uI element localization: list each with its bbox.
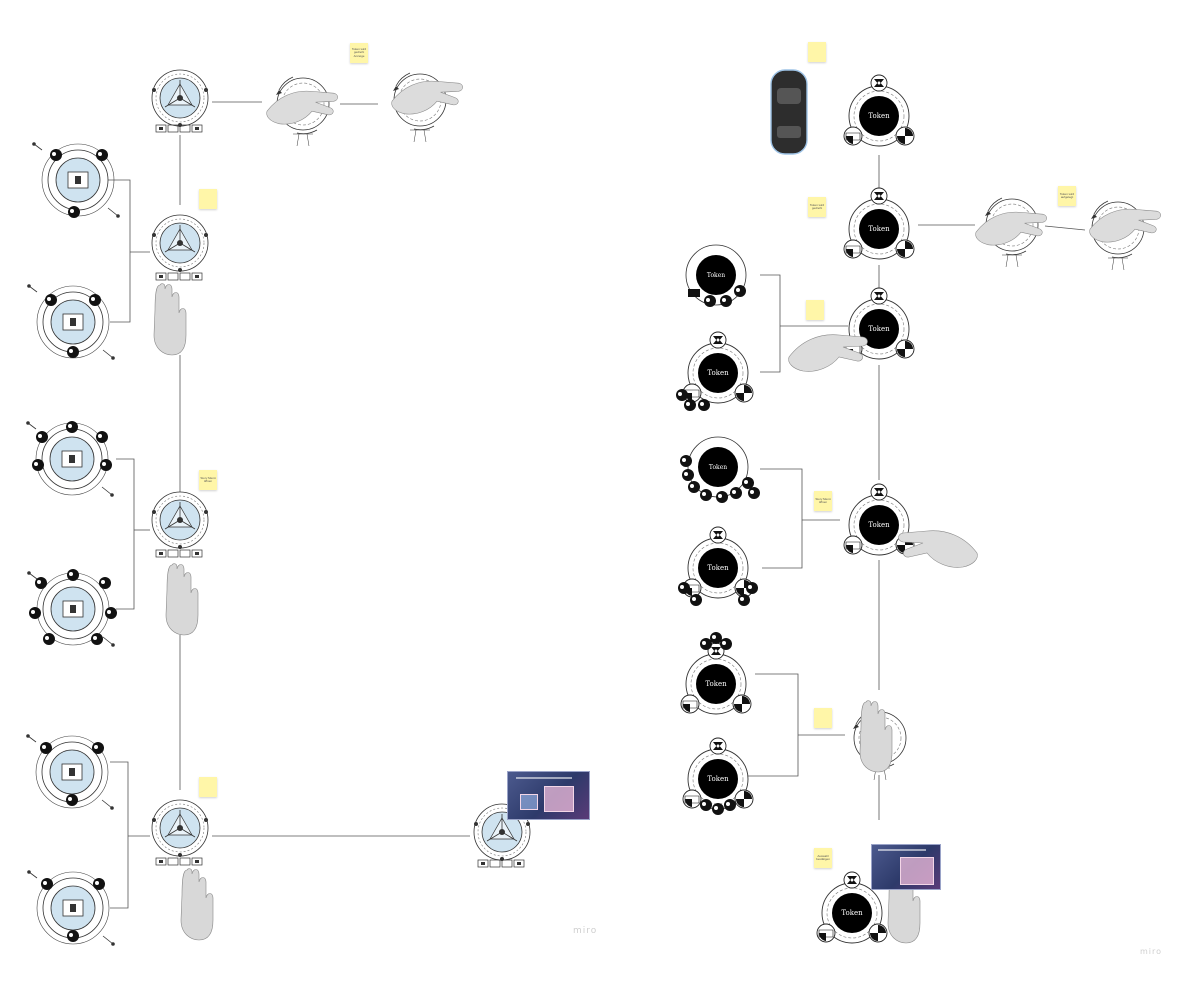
- right-token-place: Token: [843, 187, 915, 260]
- right-flow: Token Token Token Token Token Token Toke…: [676, 69, 1161, 944]
- left-menu-1a: [31, 141, 121, 219]
- token-label: Token: [868, 521, 890, 529]
- token-label: Token: [709, 464, 727, 471]
- miro-watermark-right: miro: [1140, 947, 1163, 956]
- right-rotate-hand-2: [1089, 200, 1161, 271]
- right-sticky-menu3: [814, 708, 832, 728]
- right-sticky-rotate: Token wird gedreht: [808, 197, 826, 217]
- left-menu-2a: [25, 420, 115, 498]
- token-label: Token: [707, 564, 729, 572]
- left-sticky-tap: [199, 189, 217, 209]
- car-icon: [770, 69, 808, 155]
- left-rotate-hand-2: [391, 72, 463, 143]
- left-menu-1b: [26, 283, 116, 361]
- token-label: Token: [868, 225, 890, 233]
- left-sticky-rotate: Token wird gedreht Anzeige: [350, 43, 368, 63]
- left-sticky-confirm: [199, 777, 217, 797]
- right-sticky-submenu: [806, 300, 824, 320]
- right-confirm-hand: [852, 700, 907, 781]
- left-result-screenshot: [507, 771, 590, 820]
- right-menu-2a: Token: [680, 436, 760, 503]
- token-label: Token: [841, 909, 863, 917]
- right-menu-1b: Token: [676, 331, 754, 411]
- right-token-final: Token: [816, 871, 921, 944]
- right-rotate-hand-1: [975, 197, 1047, 268]
- token-label: Token: [868, 112, 890, 120]
- left-tap-widget: [151, 214, 209, 356]
- right-sticky-start: [808, 42, 826, 62]
- token-label: Token: [707, 775, 729, 783]
- left-sticky-story: Story Menü öffnen: [199, 470, 217, 490]
- right-menu-1a: Token: [685, 244, 747, 307]
- token-label: Token: [707, 369, 729, 377]
- right-menu-2b: Token: [678, 526, 758, 606]
- left-menu-3a: [25, 733, 115, 811]
- right-token-story: Token: [843, 483, 978, 568]
- right-sticky-story: Story Menü öffnen: [814, 491, 832, 511]
- left-menu-3b: [26, 869, 116, 947]
- right-menu-3b: Token: [682, 737, 754, 815]
- connectors: [108, 101, 1086, 909]
- right-token-start: Token: [843, 74, 915, 147]
- right-sticky-place: Token wird aufgelegt: [1058, 186, 1076, 206]
- right-menu-3a: Token: [680, 632, 752, 715]
- right-result-screenshot: [871, 844, 941, 890]
- token-label: Token: [705, 680, 727, 688]
- left-rotate-hand-1: [266, 76, 338, 147]
- miro-watermark-left: miro: [573, 926, 598, 936]
- left-menu-2b: [26, 569, 117, 648]
- token-label: Token: [868, 325, 890, 333]
- left-flow: [25, 69, 531, 947]
- left-story-widget: [151, 491, 209, 636]
- right-token-rotate: Token: [788, 287, 915, 372]
- right-sticky-confirm: Auswahl bestätigen: [814, 848, 832, 868]
- left-confirm-widget: [151, 799, 214, 941]
- left-rotate-widget: [151, 69, 209, 133]
- token-label: Token: [707, 272, 725, 279]
